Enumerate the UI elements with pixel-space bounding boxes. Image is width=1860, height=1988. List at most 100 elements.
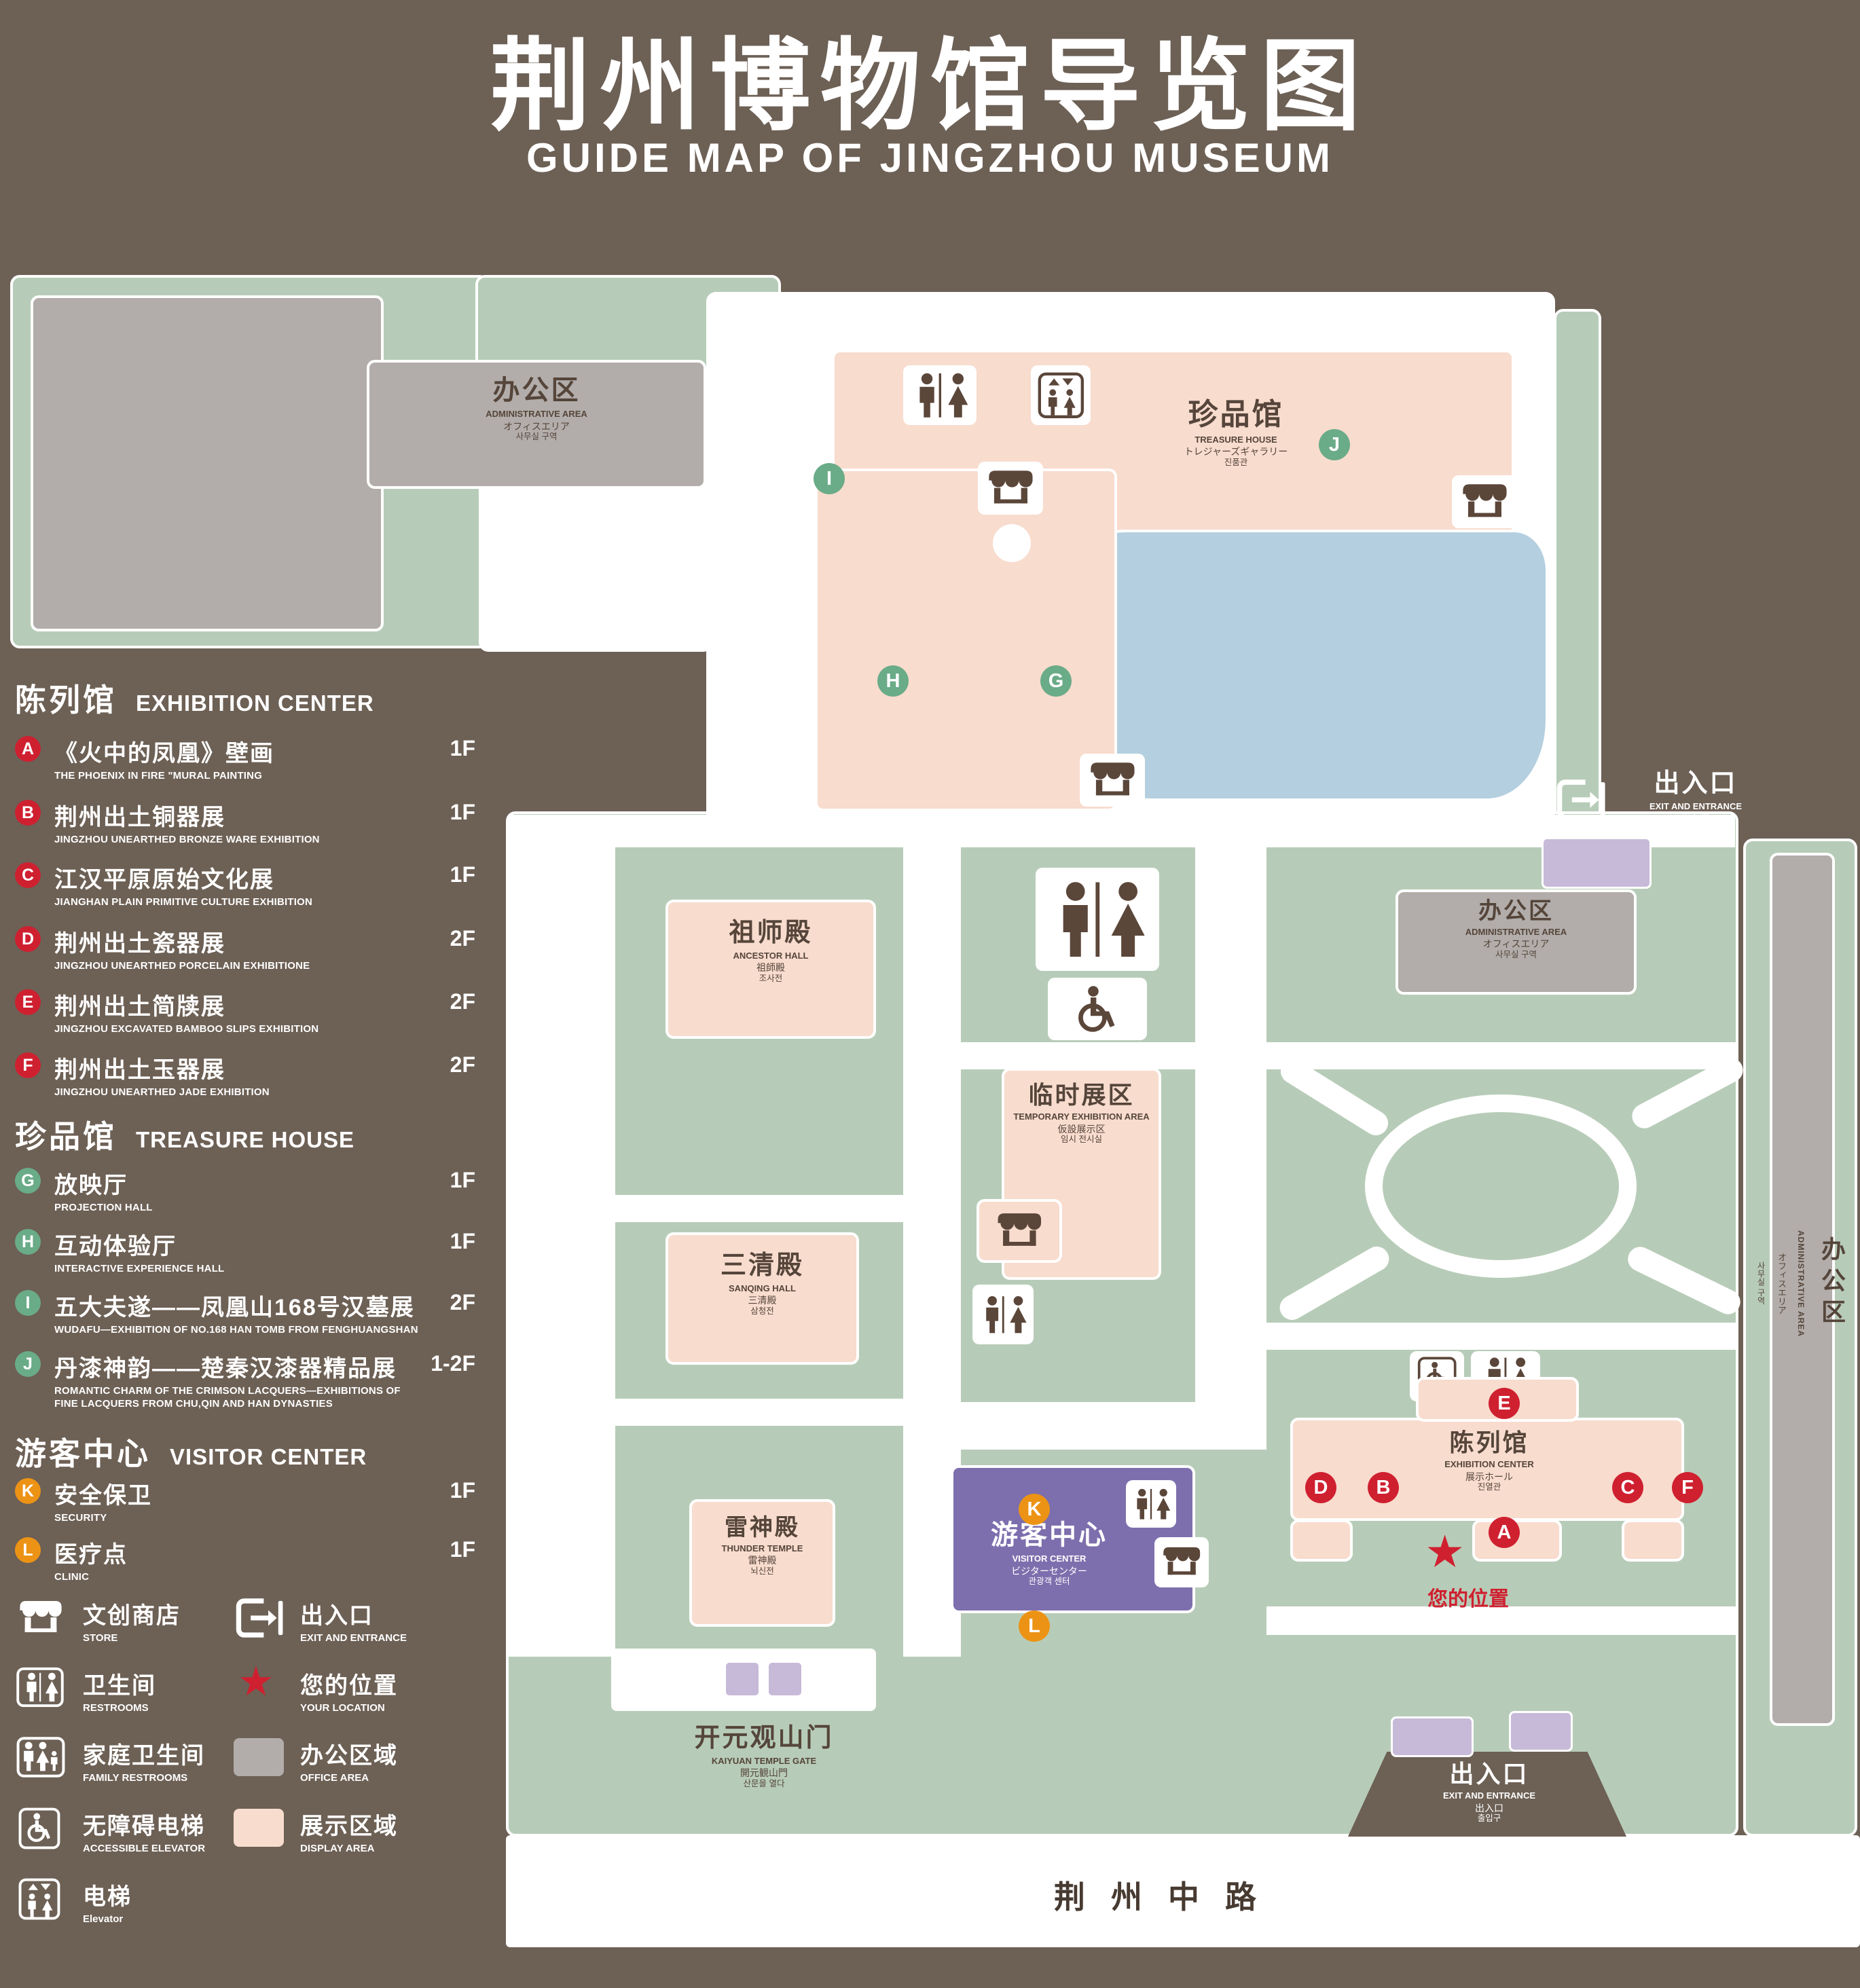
treasure-house-en: TREASURE HOUSE [1195, 434, 1277, 445]
temporary-exhibition-jp: 仮設展示区 [1057, 1123, 1106, 1135]
visitor-center-label: 游客中心 VISITOR CENTER ビジターセンター 관광객 센터 [961, 1520, 1137, 1587]
store-icon [1080, 754, 1145, 807]
thunder-temple-kr: 뇌신전 [750, 1566, 774, 1576]
sanqing-hall-zh: 三清殿 [720, 1251, 804, 1280]
admin-building-main [31, 295, 384, 631]
admin-right-kr: 사무실 구역 [1756, 1262, 1766, 1305]
map-marker-a: A [1489, 1517, 1520, 1548]
legend-section-zh: 游客中心 [15, 1436, 151, 1471]
map-marker-c: C [1612, 1472, 1643, 1503]
sanqing-hall-en: SANQING HALL [729, 1283, 796, 1293]
legend-item-floor: 2F [450, 1290, 475, 1314]
thunder-temple-building [689, 1499, 835, 1627]
exhibition-center-label: 陈列馆 EXHIBITION CENTER 展示ホール 진열관 [1404, 1429, 1574, 1492]
admin-mid-label: 办公区 ADMINISTRATIVE AREA オフィスエリア 사무실 구역 [1399, 898, 1633, 960]
admin-mid-zh: 办公区 [1478, 898, 1554, 924]
legend-marker-i: I [15, 1290, 41, 1316]
kaiyuan-gate-en: KAIYUAN TEMPLE GATE [711, 1755, 817, 1766]
legend-item-floor: 2F [450, 989, 475, 1014]
sanqing-hall-jp: 三清殿 [748, 1295, 777, 1306]
treasure-house-label: 珍品馆 TREASURE HOUSE トレジャーズギャラリー 진품관 [1120, 397, 1351, 468]
ancestor-hall-zh: 祖师殿 [729, 919, 813, 947]
legend-marker-e: E [15, 989, 41, 1015]
legend-marker-g: G [15, 1168, 41, 1194]
legend-item-zh: 《火中的凤凰》壁画 [54, 741, 274, 767]
symbol-label-zh: 电梯 [83, 1884, 132, 1910]
symbol-label-zh: 文创商店 [83, 1603, 181, 1629]
sanqing-hall-label: 三清殿 SANQING HALL 三清殿 삼청전 [665, 1251, 859, 1316]
legend-item-floor: 1F [450, 862, 475, 887]
exit-right-kr: 출입구 [1683, 824, 1708, 834]
exit-bottom-kr: 출입구 [1477, 1814, 1501, 1824]
temporary-exhibition-kr: 임시 전시실 [1061, 1135, 1102, 1145]
exit-right-jp: 出入口 [1681, 813, 1710, 824]
restroom-icon [1036, 868, 1159, 971]
admin-top-zh: 办公区 [492, 375, 581, 405]
legend-item-zh: 五大夫遂——凤凰山168号汉墓展 [54, 1295, 415, 1321]
exhibition-center-jp: 展示ホール [1465, 1471, 1513, 1482]
family-restroom-icon [16, 1737, 65, 1778]
restroom-icon [972, 1285, 1034, 1344]
exit-right-zh: 出入口 [1654, 769, 1738, 798]
elevator-icon [1031, 365, 1091, 425]
page-title-en: GUIDE MAP OF JINGZHOU MUSEUM [526, 135, 1334, 181]
legend-marker-k: K [15, 1478, 41, 1504]
legend-item-en: JIANGHAN PLAIN PRIMITIVE CULTURE EXHIBIT… [54, 896, 313, 908]
exit-right-en: EXIT AND ENTRANCE [1649, 800, 1743, 811]
accessible-restroom-icon [1048, 978, 1147, 1040]
gate-structure [767, 1661, 803, 1697]
map-marker-d: D [1305, 1472, 1336, 1503]
map-marker-k: K [1019, 1494, 1050, 1525]
legend-item-floor: 1F [450, 1168, 475, 1192]
garden-ring-path [1365, 1094, 1637, 1278]
treasure-house-kr: 진품관 [1224, 457, 1248, 467]
legend-marker-j: J [15, 1351, 41, 1377]
display-area-swatch [234, 1809, 284, 1847]
treasure-house-west [815, 468, 1117, 811]
admin-building-right [1770, 853, 1835, 1726]
kaiyuan-gate-jp: 開元観山門 [740, 1767, 788, 1779]
symbol-label-zh: 卫生间 [83, 1673, 156, 1699]
ancestor-hall-jp: 祖師殿 [756, 962, 785, 974]
page-title-zh: 荆州博物馆导览图 [490, 31, 1370, 143]
exit-bottom-jp: 出入口 [1475, 1802, 1503, 1814]
legend-item-zh: 荆州出土玉器展 [54, 1057, 225, 1083]
legend-marker-b: B [15, 800, 41, 826]
store-icon [20, 1601, 62, 1632]
legend-marker-h: H [15, 1229, 41, 1255]
legend-item-floor: 1-2F [431, 1351, 475, 1376]
ancestor-hall-kr: 조사전 [759, 973, 783, 983]
thunder-temple-jp: 雷神殿 [748, 1555, 777, 1566]
exit-icon [1555, 778, 1605, 822]
exit-icon [234, 1597, 284, 1639]
your-location-label: 您的位置 [1427, 1588, 1509, 1610]
thunder-temple-zh: 雷神殿 [725, 1515, 800, 1541]
kaiyuan-gate-label: 开元观山门 KAIYUAN TEMPLE GATE 開元観山門 산문을 열다 [669, 1723, 859, 1788]
symbol-label-zh: 办公区域 [300, 1743, 398, 1769]
restroom-icon [1126, 1480, 1176, 1528]
store-icon [977, 1199, 1062, 1263]
kaiyuan-gate-kr: 산문을 열다 [743, 1778, 785, 1788]
legend-item-en: PROJECTION HALL [54, 1202, 153, 1213]
admin-mid-kr: 사무실 구역 [1495, 949, 1537, 959]
legend-item-zh: 医疗点 [54, 1542, 128, 1568]
exit-bottom-zh: 出入口 [1449, 1760, 1529, 1788]
gate-structure [724, 1661, 761, 1697]
lawn-top-right [1554, 309, 1601, 842]
thunder-temple-en: THUNDER TEMPLE [721, 1543, 803, 1554]
legend-marker-l: L [15, 1537, 41, 1563]
legend-item-zh: 荆州出土铜器展 [54, 805, 225, 830]
temporary-exhibition-en: TEMPORARY EXHIBITION AREA [1013, 1111, 1150, 1122]
visitor-center-jp: ビジターセンター [1011, 1565, 1087, 1577]
treasure-house-zh: 珍品馆 [1188, 398, 1284, 431]
legend-item-en: THE PHOENIX IN FIRE "MURAL PAINTING [54, 770, 263, 781]
exit-right-label: 出入口 EXIT AND ENTRANCE 出入口 출입구 [1611, 769, 1781, 834]
symbol-label-en: ACCESSIBLE ELEVATOR [83, 1843, 206, 1854]
